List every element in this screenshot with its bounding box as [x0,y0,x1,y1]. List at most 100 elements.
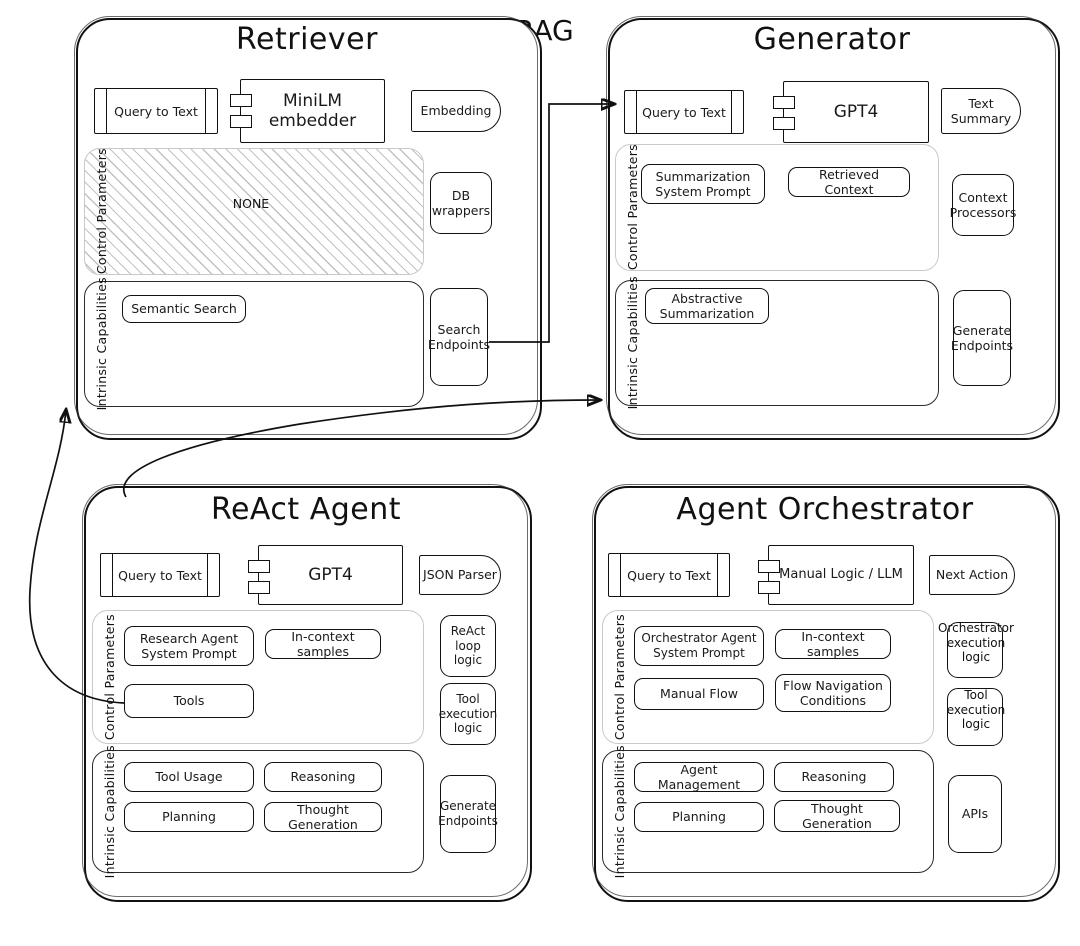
react-agent-thought-generation[interactable]: Thought Generation [264,802,382,832]
react-agent-planning[interactable]: Planning [124,802,254,832]
orchestrator-query-to-text-label: Query to Text [627,567,711,583]
retriever-embedding-output[interactable]: Embedding [411,90,501,132]
react-agent-generate-endpoints-label: Generate Endpoints [438,799,498,828]
retriever-model-minilm[interactable]: MiniLM embedder [230,79,385,143]
react-agent-json-parser-output[interactable]: JSON Parser [419,555,501,595]
orchestrator-intrinsic-capabilities-label: Intrinsic Capabilities [611,744,627,879]
react-agent-reasoning-label: Reasoning [290,769,356,785]
component-tab-icon [773,96,795,109]
retriever-embedding-label: Embedding [420,103,492,119]
retriever-control-parameters: Control Parameters [84,148,424,275]
generator-summarization-system-prompt[interactable]: Summarization System Prompt [641,164,765,204]
retriever-semantic-search-label: Semantic Search [131,301,237,317]
react-agent-reasoning[interactable]: Reasoning [264,762,382,792]
generator-text-summary-label: Text Summary [950,95,1012,126]
panel-title-retriever: Retriever [236,22,378,57]
react-agent-research-system-prompt[interactable]: Research Agent System Prompt [124,626,254,666]
retriever-intrinsic-capabilities-label: Intrinsic Capabilities [93,277,109,411]
orchestrator-next-action-output[interactable]: Next Action [929,555,1015,595]
orchestrator-planning-label: Planning [672,809,726,825]
panel-title-react-agent: ReAct Agent [210,492,402,527]
react-agent-tools-label: Tools [173,693,205,709]
component-tab-icon [230,94,252,107]
orchestrator-control-parameters-label: Control Parameters [611,613,627,741]
react-agent-json-parser-label: JSON Parser [423,567,497,583]
generator-query-to-text[interactable]: Query to Text [624,90,744,134]
generator-control-parameters-label: Control Parameters [624,144,640,271]
react-agent-research-system-prompt-label: Research Agent System Prompt [139,630,239,661]
orchestrator-agent-management[interactable]: Agent Management [634,762,764,792]
orchestrator-thought-generation[interactable]: Thought Generation [774,800,900,832]
component-tab-icon [758,560,780,573]
generator-model-label: GPT4 [833,101,879,122]
orchestrator-model-label: Manual Logic / LLM [779,567,903,583]
orchestrator-reasoning[interactable]: Reasoning [774,762,894,792]
component-tab-icon [248,560,270,573]
orchestrator-manual-flow[interactable]: Manual Flow [634,678,764,710]
orchestrator-agent-management-label: Agent Management [657,761,741,792]
retriever-control-parameters-label: Control Parameters [93,148,109,275]
orchestrator-agent-system-prompt-label: Orchestrator Agent System Prompt [641,631,757,660]
generator-context-processors[interactable]: Context Processors [949,174,1017,236]
retriever-search-endpoints-label: Search Endpoints [427,321,491,352]
generator-query-to-text-label: Query to Text [642,104,726,120]
component-tab-icon [773,117,795,130]
orchestrator-agent-system-prompt[interactable]: Orchestrator Agent System Prompt [634,626,764,666]
react-agent-generate-endpoints[interactable]: Generate Endpoints [438,775,498,853]
react-agent-thought-generation-label: Thought Generation [288,801,358,832]
retriever-model-label: MiniLM embedder [268,90,357,131]
orchestrator-thought-generation-label: Thought Generation [802,800,872,831]
react-agent-tool-usage[interactable]: Tool Usage [124,762,254,792]
react-agent-tools[interactable]: Tools [124,684,254,718]
react-agent-tool-usage-label: Tool Usage [155,769,223,785]
react-agent-tool-execution-logic[interactable]: Tool execution logic [438,683,498,745]
retriever-query-to-text[interactable]: Query to Text [94,88,218,134]
orchestrator-in-context-samples-label: In-context samples [801,628,865,659]
retriever-semantic-search[interactable]: Semantic Search [122,295,246,323]
orchestrator-execution-logic[interactable] [947,622,1003,678]
orchestrator-apis[interactable]: APIs [948,775,1002,853]
component-tab-icon [248,581,270,594]
generator-summarization-system-prompt-label: Summarization System Prompt [655,168,751,199]
retriever-query-to-text-label: Query to Text [114,103,198,119]
retriever-db-wrappers[interactable]: DB wrappers [430,172,492,234]
react-agent-query-to-text[interactable]: Query to Text [100,553,220,597]
orchestrator-flow-navigation-conditions[interactable]: Flow Navigation Conditions [775,674,891,712]
generator-text-summary-output[interactable]: Text Summary [941,88,1021,134]
panel-title-generator: Generator [753,22,911,57]
react-agent-model-label: GPT4 [308,564,353,585]
orchestrator-tool-execution-logic[interactable] [947,688,1003,746]
orchestrator-manual-flow-label: Manual Flow [660,686,738,702]
generator-intrinsic-capabilities-label: Intrinsic Capabilities [624,276,640,410]
react-agent-in-context-samples-label: In-context samples [291,628,355,659]
orchestrator-next-action-label: Next Action [935,567,1009,583]
retriever-db-wrappers-label: DB wrappers [431,187,491,218]
orchestrator-planning[interactable]: Planning [634,802,764,832]
component-tab-icon [758,581,780,594]
react-agent-loop-logic-label: ReAct loop logic [450,624,486,668]
react-agent-query-to-text-label: Query to Text [118,567,202,583]
generator-context-processors-label: Context Processors [949,189,1017,220]
generator-retrieved-context[interactable]: Retrieved Context [788,167,910,197]
react-agent-in-context-samples[interactable]: In-context samples [265,629,381,659]
retriever-intrinsic-capabilities: Intrinsic Capabilities [84,277,424,411]
component-tab-icon [230,115,252,128]
retriever-search-endpoints[interactable]: Search Endpoints [427,288,491,386]
generator-retrieved-context-label: Retrieved Context [818,166,880,197]
orchestrator-query-to-text[interactable]: Query to Text [608,553,730,597]
react-agent-loop-logic[interactable]: ReAct loop logic [440,615,496,677]
react-agent-planning-label: Planning [162,809,216,825]
panel-title-agent-orchestrator: Agent Orchestrator [676,492,974,527]
react-agent-tool-execution-logic-label: Tool execution logic [438,692,498,736]
orchestrator-apis-label: APIs [961,806,989,822]
generator-abstractive-summarization-label: Abstractive Summarization [659,290,755,321]
generator-model-gpt4[interactable]: GPT4 [773,81,929,143]
generator-abstractive-summarization[interactable]: Abstractive Summarization [645,288,769,324]
orchestrator-model-manual-logic-llm[interactable]: Manual Logic / LLM [758,545,914,605]
react-agent-control-parameters-label: Control Parameters [101,613,117,741]
react-agent-model-gpt4[interactable]: GPT4 [248,545,403,605]
orchestrator-in-context-samples[interactable]: In-context samples [775,629,891,659]
orchestrator-reasoning-label: Reasoning [801,769,867,785]
generator-generate-endpoints[interactable]: Generate Endpoints [951,290,1013,386]
